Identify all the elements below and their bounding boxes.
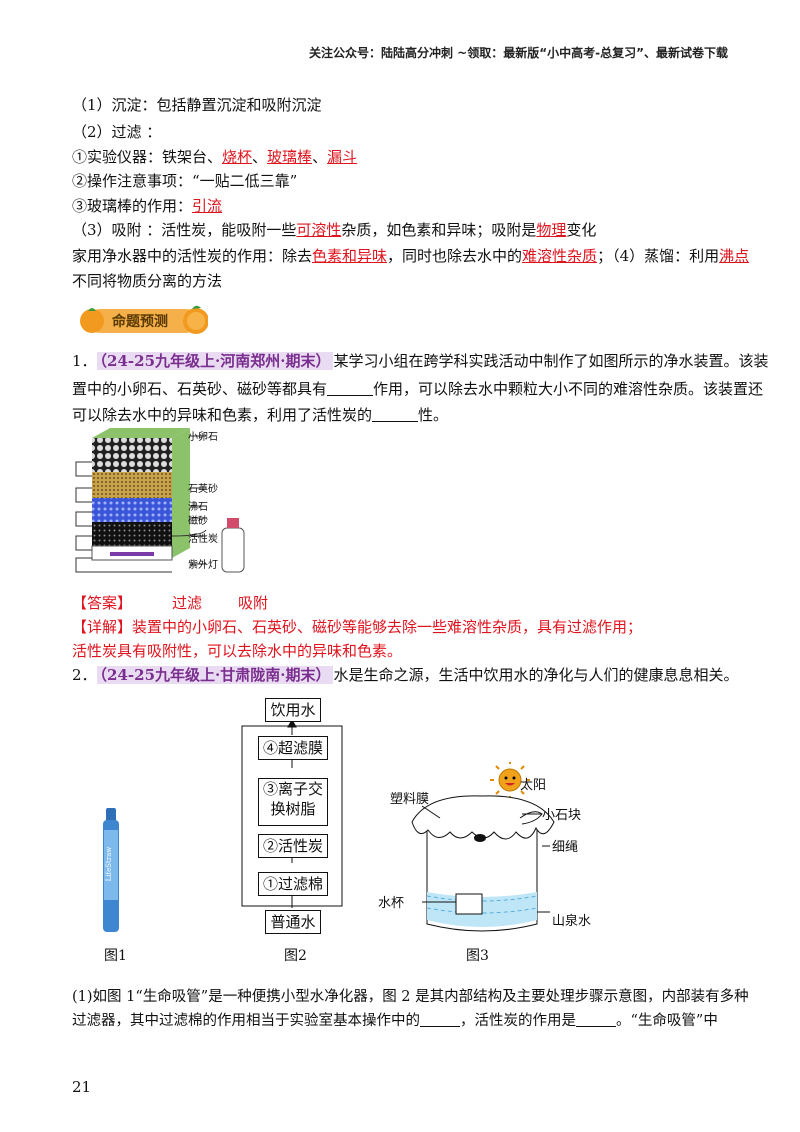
note-line: 不同将物质分离的方法: [72, 272, 223, 290]
detail-tag: 【详解】: [72, 618, 133, 636]
figure-caption: 图1: [104, 948, 127, 964]
answer-tag: 【答案】: [72, 594, 133, 612]
key-term: 物理: [536, 221, 567, 239]
text: 作用，可以除去水中颗粒大小不同的难溶性杂质。该装置还: [373, 380, 764, 398]
label-plastic-film: 塑料膜: [390, 792, 430, 807]
text: 水是生命之源，生活中饮用水的净化与人们的健康息息相关。: [333, 666, 739, 684]
key-term: 沸点: [719, 247, 750, 265]
text: ，活性炭的作用是: [460, 1013, 576, 1029]
q1-line: 1．（24-25九年级上·河南郑州·期末）某学习小组在跨学科实践活动中制作了如图…: [72, 350, 768, 372]
answer-blank[interactable]: [372, 407, 419, 422]
label-activated-carbon: 活性炭: [188, 534, 218, 545]
text: ，同时也除去水中的: [387, 247, 523, 265]
flow-step-filter-cotton: ①过滤棉: [258, 872, 328, 896]
key-term: 可溶性: [296, 221, 342, 239]
label-sun: 太阳: [520, 778, 547, 793]
page-header: 关注公众号：陆陆高分冲刺 ~领取：最新版“小中高考-总复习”、最新试卷下载: [309, 46, 728, 60]
solar-still-figure: 太阳 塑料膜 小石块 细绳 水杯 山泉水: [372, 760, 602, 942]
text: 家用净水器中的活性炭的作用：除去: [72, 247, 313, 265]
key-term: 色素和异味: [312, 247, 388, 265]
lifestraw-brand-text: LifeStraw: [105, 847, 113, 882]
text: ①实验仪器：铁架台、: [72, 148, 223, 166]
text: 、: [312, 148, 328, 166]
question-number: 2．: [72, 666, 97, 684]
label-magnetic-sand: 磁砂: [188, 516, 208, 527]
answer-line: 【答案】 过滤 吸附: [72, 592, 268, 614]
text: 。“生命吸管”中: [616, 1013, 718, 1029]
text: 置中的小卵石、石英砂、磁砂等都具有: [72, 380, 328, 398]
source-tag: （24-25九年级上·甘肃陇南·期末）: [96, 666, 334, 684]
flow-step-line: 换树脂: [270, 800, 316, 818]
figure-caption: 图2: [284, 948, 307, 964]
solar-still-diagram: [411, 760, 555, 932]
text: 变化: [566, 221, 597, 239]
label-uv-lamp: 紫外灯: [188, 560, 218, 571]
flow-step-ultrafiltration: ④超滤膜: [258, 736, 328, 760]
note-line: ②操作注意事项：“一贴二低三靠”: [72, 172, 298, 190]
label-zeolite: 沸石: [188, 502, 208, 513]
note-line: 家用净水器中的活性炭的作用：除去色素和异味，同时也除去水中的难溶性杂质；（4）蒸…: [72, 245, 749, 267]
purification-flow-diagram: 饮用水 ④超滤膜 ③离子交 换树脂 ②活性炭 ①过滤棉 普通水: [232, 698, 352, 938]
note-line: ①实验仪器：铁架台、烧杯、玻璃棒、漏斗: [72, 146, 357, 168]
flow-step-input: 普通水: [265, 910, 321, 934]
badge-label: 命题预测: [112, 314, 168, 330]
label-pebbles: 小卵石: [188, 432, 218, 443]
answer-value: 吸附: [238, 594, 269, 612]
flow-step-output: 饮用水: [265, 698, 321, 722]
note-line: （2）过滤 ：: [72, 123, 162, 141]
key-term: 烧杯: [222, 148, 253, 166]
q1-line: 可以除去水中的异味和色素，利用了活性炭的 性。: [72, 404, 448, 426]
q2-part-line: 过滤器，其中过滤棉的作用相当于实验室基本操作中的 ，活性炭的作用是 。“生命吸管”中: [72, 1010, 718, 1032]
label-cup: 水杯: [378, 896, 405, 911]
q1-line: 置中的小卵石、石英砂、磁砂等都具有 作用，可以除去水中颗粒大小不同的难溶性杂质。该…: [72, 378, 763, 400]
badge-graphic: [80, 305, 209, 334]
answer-value: 过滤: [172, 594, 203, 612]
page-number: 21: [72, 1078, 92, 1096]
answer-blank[interactable]: [576, 1012, 616, 1027]
note-line: （1）沉淀：包括静置沉淀和吸附沉淀: [72, 96, 322, 114]
label-spring-water: 山泉水: [552, 914, 592, 929]
key-term: 漏斗: [327, 148, 358, 166]
text: 过滤器，其中过滤棉的作用相当于实验室基本操作中的: [72, 1013, 420, 1029]
filter-device-diagram: [75, 428, 245, 573]
detail-text: 装置中的小卵石、石英砂、磁砂等能够去除一些难溶性杂质，具有过滤作用；: [132, 618, 643, 636]
sun-icon: [490, 760, 530, 800]
label-quartz-sand: 石英砂: [188, 484, 218, 495]
label-small-stone: 小石块: [542, 808, 582, 823]
question-number: 1．: [72, 352, 97, 370]
answer-blank[interactable]: [327, 381, 374, 396]
flow-step-line: ③离子交: [262, 780, 323, 798]
text: 可以除去水中的异味和色素，利用了活性炭的: [72, 406, 373, 424]
source-tag: （24-25九年级上·河南郑州·期末）: [96, 352, 334, 370]
text: 某学习小组在跨学科实践活动中制作了如图所示的净水装置。该装: [333, 352, 769, 370]
section-badge: 命题预测: [78, 303, 209, 339]
key-term: 难溶性杂质: [522, 247, 598, 265]
lifestraw-image: LifeStraw: [103, 808, 119, 932]
text: 杂质，如色素和异味；吸附是: [341, 221, 537, 239]
text: 、: [252, 148, 268, 166]
filter-device-figure: 小卵石 石英砂 沸石 磁砂 活性炭 紫外灯: [72, 428, 272, 578]
key-term: 引流: [192, 197, 223, 215]
answer-blank[interactable]: [420, 1012, 460, 1027]
flow-step-activated-carbon: ②活性炭: [258, 834, 328, 858]
lifestraw-figure: LifeStraw: [96, 808, 126, 938]
flow-step-ion-exchange: ③离子交 换树脂: [258, 778, 328, 826]
figure-caption: 图3: [466, 948, 489, 964]
detail-line: 【详解】装置中的小卵石、石英砂、磁砂等能够去除一些难溶性杂质，具有过滤作用；: [72, 616, 642, 638]
q2-line: 2．（24-25九年级上·甘肃陇南·期末）水是生命之源，生活中饮用水的净化与人们…: [72, 664, 738, 686]
text: 性。: [418, 406, 449, 424]
note-line: （3）吸附 ：活性炭，能吸附一些可溶性杂质，如色素和异味；吸附是物理变化: [72, 219, 596, 241]
text: ③玻璃棒的作用：: [72, 197, 193, 215]
note-line: ③玻璃棒的作用：引流: [72, 195, 222, 217]
detail-line: 活性炭具有吸附性，可以去除水中的异味和色素。: [72, 642, 403, 660]
text: （3）吸附 ：活性炭，能吸附一些: [72, 221, 297, 239]
key-term: 玻璃棒: [267, 148, 313, 166]
label-rope: 细绳: [552, 840, 579, 855]
text: ；（4）蒸馏：利用: [597, 247, 720, 265]
q2-part-line: (1)如图 1“生命吸管”是一种便携小型水净化器，图 2 是其内部结构及主要处理…: [72, 989, 749, 1005]
